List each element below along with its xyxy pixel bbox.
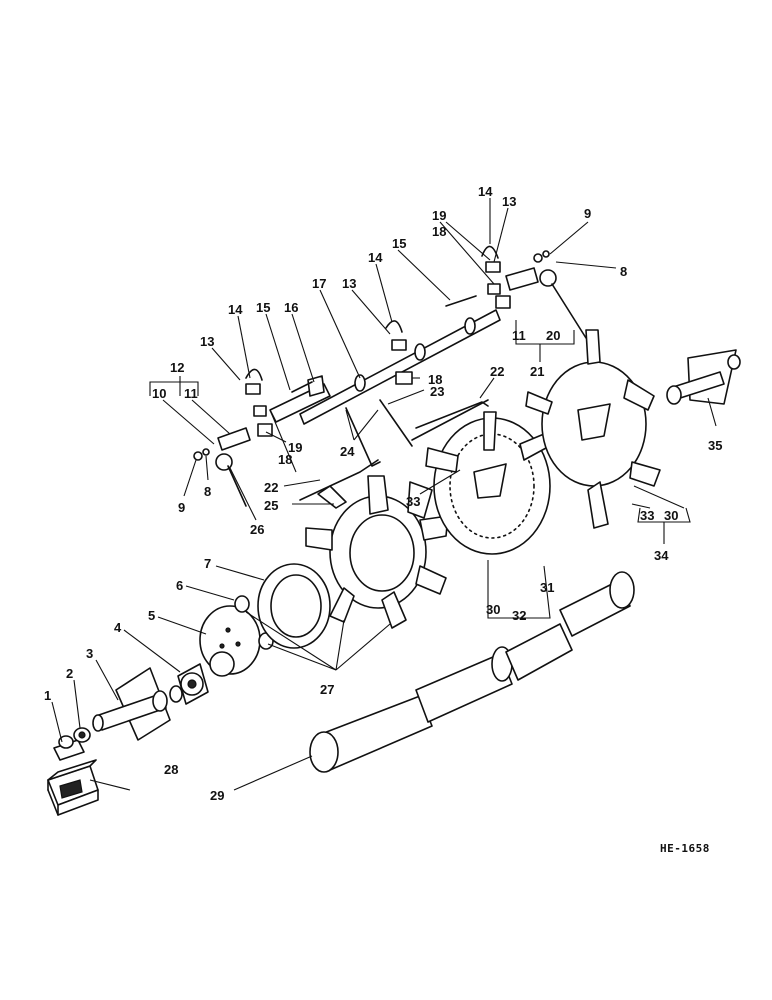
callout-20: 20 (546, 328, 560, 343)
callout-30: 30 (486, 602, 500, 617)
callout-25: 25 (264, 498, 278, 513)
part-clip-1 (53, 735, 85, 761)
callout-2: 2 (66, 666, 73, 681)
callout-32: 32 (512, 608, 526, 623)
part-link-22-24 (299, 399, 489, 501)
callout-33b: 33 (640, 508, 654, 523)
callout-4: 4 (114, 620, 122, 635)
callout-11: 11 (184, 386, 198, 401)
callout-21: 21 (530, 364, 544, 379)
part-spider-middle-33 (425, 411, 551, 555)
callout-26: 26 (250, 522, 264, 537)
callout-10: 10 (152, 386, 166, 401)
leader-lines (51, 198, 717, 791)
part-bracket-28 (47, 759, 99, 816)
part-arm-16 (269, 375, 331, 423)
callout-18c: 18 (432, 224, 446, 239)
callout-24: 24 (340, 444, 355, 459)
callout-13c: 13 (502, 194, 516, 209)
callout-33: 33 (406, 494, 420, 509)
callout-18b: 18 (428, 372, 442, 387)
callout-14c: 14 (478, 184, 493, 199)
callout-29: 29 (210, 788, 224, 803)
part-tube-29 (309, 571, 635, 773)
callout-14: 14 (228, 302, 243, 317)
part-spider-front-26 (305, 475, 449, 629)
callout-8b: 8 (620, 264, 627, 279)
callout-30b: 30 (664, 508, 678, 523)
callout-3: 3 (86, 646, 93, 661)
part-clamp-13 (245, 261, 501, 395)
callout-13: 13 (200, 334, 214, 349)
callout-34: 34 (654, 548, 669, 563)
callout-28: 28 (164, 762, 178, 777)
callout-5: 5 (148, 608, 155, 623)
part-flange-4 (177, 663, 209, 705)
callout-12: 12 (170, 360, 184, 375)
callouts: 1 2 3 4 5 6 7 8 8 9 9 10 11 11 12 13 13 … (44, 184, 722, 803)
part-shaft-plate-35 (666, 349, 741, 405)
part-hub-plate-5 (199, 605, 261, 677)
callout-9b: 9 (584, 206, 591, 221)
callout-15b: 15 (392, 236, 406, 251)
part-u-bolt-14 (245, 245, 499, 381)
callout-18: 18 (278, 452, 292, 467)
figure-code: HE-1658 (660, 842, 710, 855)
callout-22: 22 (264, 480, 278, 495)
callout-14b: 14 (368, 250, 383, 265)
callout-23: 23 (430, 384, 444, 399)
part-pin-15 (291, 295, 477, 393)
callout-31: 31 (540, 580, 554, 595)
callout-8: 8 (204, 484, 211, 499)
part-washer-8-9 (193, 250, 550, 461)
callout-19b: 19 (432, 208, 446, 223)
callout-15: 15 (256, 300, 270, 315)
callout-11b: 11 (512, 328, 526, 343)
callout-9: 9 (178, 500, 185, 515)
part-ring-7 (257, 563, 331, 649)
callout-35: 35 (708, 438, 722, 453)
callout-22b: 22 (490, 364, 504, 379)
part-spider-rear-34 (525, 329, 661, 529)
callout-1: 1 (44, 688, 51, 703)
part-shaft-17 (299, 309, 501, 425)
callout-17: 17 (312, 276, 326, 291)
callout-27: 27 (320, 682, 334, 697)
part-shaft-hub-3 (92, 667, 183, 741)
callout-6: 6 (176, 578, 183, 593)
part-arm-11 (215, 267, 587, 507)
part-bearing-2 (73, 727, 91, 743)
callout-16: 16 (284, 300, 298, 315)
callout-13b: 13 (342, 276, 356, 291)
callout-19: 19 (288, 440, 302, 455)
callout-7: 7 (204, 556, 211, 571)
